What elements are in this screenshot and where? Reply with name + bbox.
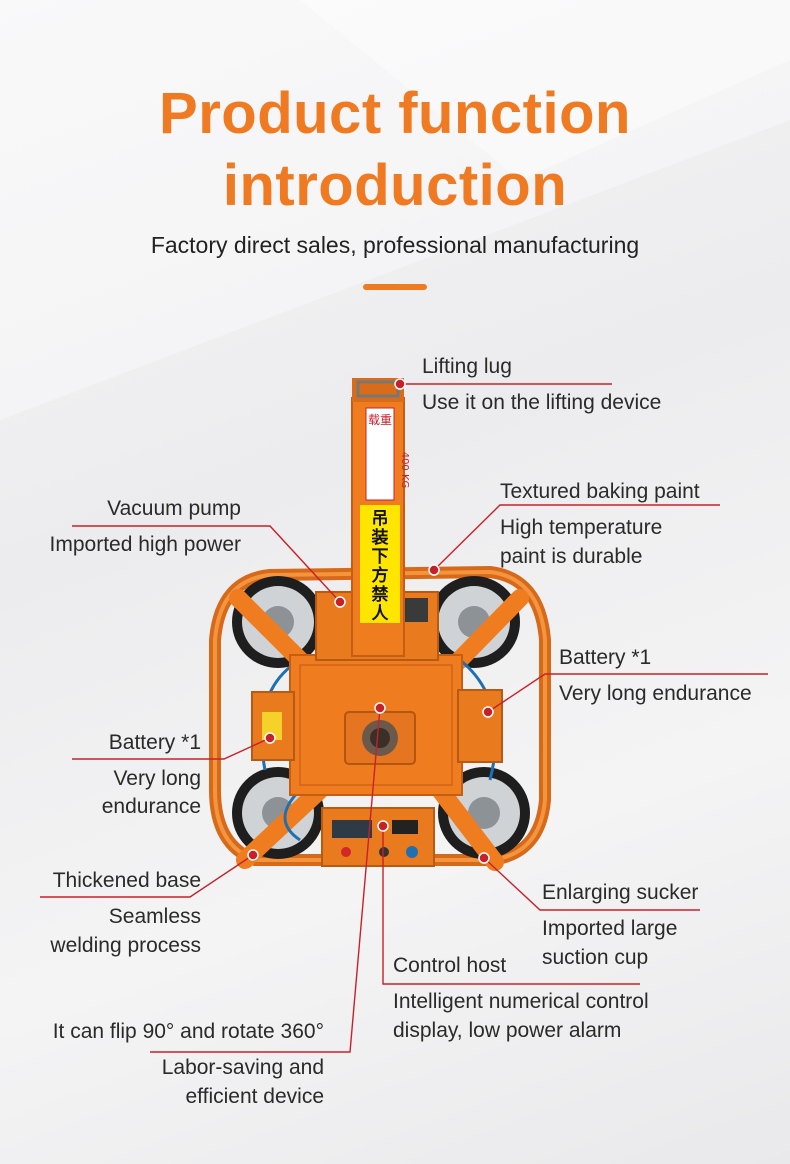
warning-sign-char: 人 [372, 604, 390, 624]
warning-sign-char: 禁 [372, 584, 389, 605]
callout-rotation-desc-1: Labor-saving and [161, 1056, 324, 1079]
callout-lifting-lug-title: Lifting lug [422, 355, 512, 378]
accent-divider [363, 284, 427, 290]
callout-textured-paint-title: Textured baking paint [500, 480, 700, 503]
callout-lifting-lug-desc: Use it on the lifting device [422, 391, 662, 414]
callout-rotation-desc-2: efficient device [185, 1085, 324, 1108]
callout-enlarging-sucker-title: Enlarging sucker [542, 881, 699, 904]
callout-enlarging-sucker-desc-2: suction cup [542, 946, 649, 969]
callout-textured-paint-desc-1: High temperature [500, 516, 663, 539]
callout-thickened-base-desc-1: Seamless [108, 905, 201, 928]
callout-vacuum-pump-desc: Imported high power [49, 533, 241, 556]
arm-load-value: 400 KG [399, 452, 410, 489]
warning-sign-char: 方 [372, 565, 389, 586]
warning-sign-char: 装 [371, 527, 389, 548]
arm-load-caption: 载重 [368, 413, 392, 427]
callout-battery-left-title: Battery *1 [108, 731, 201, 754]
page-title-line1: Product function [159, 81, 631, 146]
warning-sign-char: 下 [372, 547, 389, 567]
page-subtitle: Factory direct sales, professional manuf… [150, 232, 640, 258]
battery-box-right [457, 689, 503, 763]
callout-control-host-title: Control host [393, 954, 507, 977]
callout-enlarging-sucker-desc-1: Imported large [542, 917, 678, 940]
warning-sign [360, 505, 400, 623]
callout-battery-right-title: Battery *1 [559, 646, 652, 669]
callout-textured-paint-desc-2: paint is durable [500, 545, 643, 568]
callout-thickened-base-title: Thickened base [52, 869, 201, 892]
callout-rotation-title: It can flip 90° and rotate 360° [52, 1020, 324, 1043]
callout-battery-left-desc-2: endurance [101, 795, 201, 818]
callout-battery-left-desc-1: Very long [113, 767, 201, 790]
page-title-line2: introduction [222, 153, 568, 218]
callout-control-host-desc-1: Intelligent numerical control [393, 990, 649, 1013]
callout-thickened-base-desc-2: welding process [50, 934, 201, 957]
callout-battery-right-desc: Very long endurance [559, 682, 752, 705]
warning-sign-char: 吊 [372, 509, 389, 529]
callout-control-host-desc-2: display, low power alarm [393, 1019, 622, 1042]
callout-vacuum-pump-title: Vacuum pump [107, 497, 241, 520]
